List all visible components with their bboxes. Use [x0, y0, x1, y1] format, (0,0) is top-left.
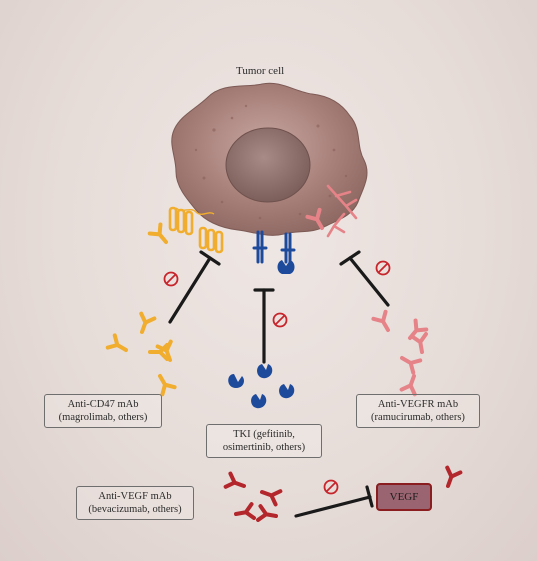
inhibit-symbol-cd47 [163, 271, 179, 287]
tki-examples: osimertinib, others) [222, 442, 306, 453]
tki-molecules [228, 364, 295, 409]
label-box-anti-vegf: Anti-VEGF mAb (bevacizumab, others) [76, 486, 194, 520]
cd47-receptor [168, 206, 224, 254]
inhibit-line-vegfr [339, 250, 390, 307]
anti-vegfr-name: Anti-VEGFR mAb [377, 399, 459, 410]
cd47-bound-antibody [147, 222, 174, 249]
inhibit-line-cd47 [168, 250, 221, 324]
inhibit-line-tki [253, 288, 275, 364]
anti-vegf-name: Anti-VEGF mAb [98, 491, 172, 502]
egfr-bound-tki [277, 260, 295, 274]
anti-cd47-name: Anti-CD47 mAb [67, 399, 139, 410]
nucleus [225, 127, 311, 203]
anti-cd47-examples: (magrolimab, others) [58, 412, 148, 423]
cell-title: Tumor cell [236, 65, 285, 77]
cd47-antibodies [105, 311, 179, 397]
vegf-target-box: VEGF [376, 483, 432, 511]
vegfr-receptor [326, 184, 358, 238]
label-box-anti-cd47: Anti-CD47 mAb (magrolimab, others) [44, 394, 162, 428]
anti-vegf-examples: (bevacizumab, others) [88, 504, 182, 515]
inhibit-symbol-tki [272, 312, 288, 328]
tumor-cell [171, 82, 368, 236]
anti-vegfr-examples: (ramucirumab, others) [371, 412, 465, 423]
inhibit-symbol-vegf [323, 479, 339, 495]
label-box-tki: TKI (gefitinib, osimertinib, others) [206, 424, 322, 458]
cell-speckles [194, 104, 348, 220]
inhibit-symbol-vegfr [375, 260, 391, 276]
tki-name: TKI (gefitinib, [233, 429, 295, 440]
inhibit-line-vegf [294, 485, 374, 518]
vegfr-antibodies [371, 309, 431, 397]
egfr-receptor [252, 230, 296, 264]
label-box-anti-vegfr: Anti-VEGFR mAb (ramucirumab, others) [356, 394, 480, 428]
